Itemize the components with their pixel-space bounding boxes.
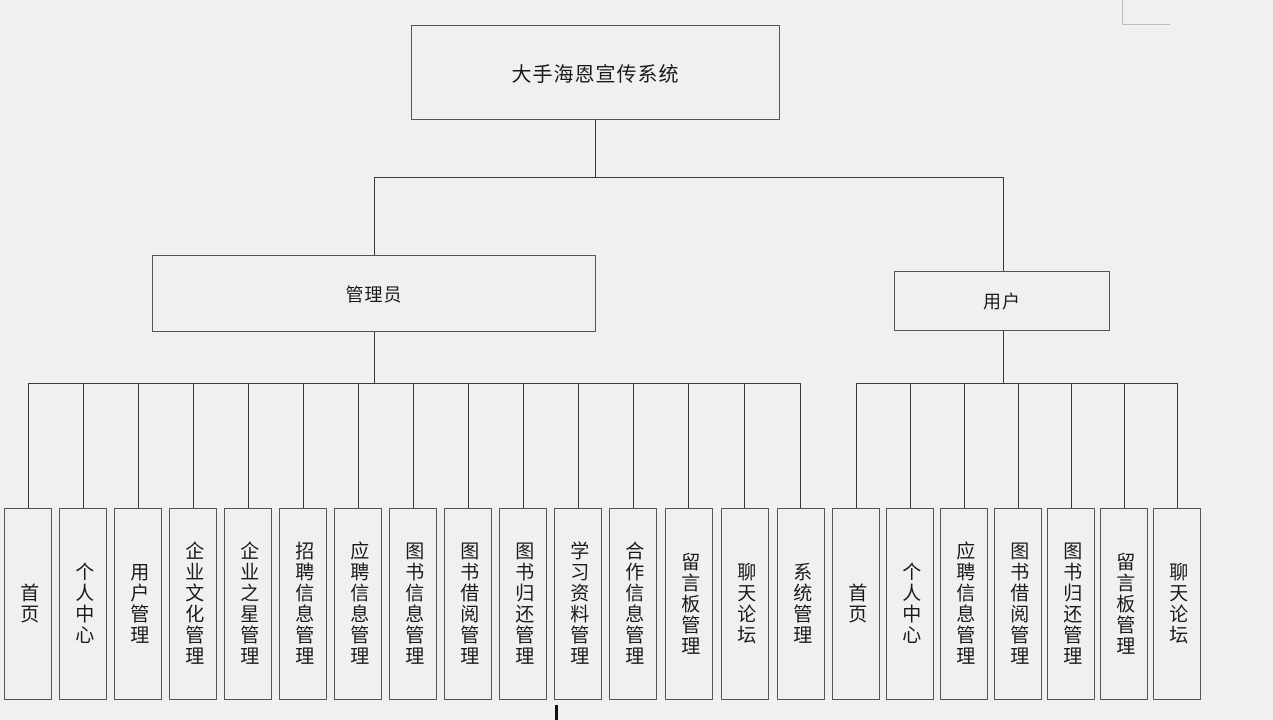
node-leaf-admin-10[interactable]: 学习资料管理	[554, 508, 602, 700]
node-leaf-label: 应聘信息管理	[953, 541, 976, 667]
node-leaf-label: 企业之星管理	[237, 541, 260, 667]
node-leaf-label: 聊天论坛	[1166, 562, 1189, 646]
page-corner-artifact	[1122, 0, 1170, 25]
connector-admin-leaf-drop	[800, 383, 801, 508]
connector-admin-leaf-drop	[83, 383, 84, 508]
connector-user-leaf-drop	[1018, 383, 1019, 508]
connector-admin-leaf-drop	[633, 383, 634, 508]
node-leaf-label: 图书归还管理	[1060, 541, 1083, 667]
node-leaf-user-1[interactable]: 个人中心	[886, 508, 934, 700]
connector-admin-leaf-drop	[468, 383, 469, 508]
node-leaf-user-0[interactable]: 首页	[832, 508, 880, 700]
node-leaf-admin-6[interactable]: 应聘信息管理	[334, 508, 382, 700]
node-leaf-label: 图书信息管理	[402, 541, 425, 667]
node-leaf-user-3[interactable]: 图书借阅管理	[994, 508, 1042, 700]
node-leaf-label: 个人中心	[899, 562, 922, 646]
node-leaf-user-2[interactable]: 应聘信息管理	[940, 508, 988, 700]
connector-admin-leaf-drop	[413, 383, 414, 508]
node-leaf-admin-5[interactable]: 招聘信息管理	[279, 508, 327, 700]
node-leaf-label: 个人中心	[72, 562, 95, 646]
node-leaf-admin-8[interactable]: 图书借阅管理	[444, 508, 492, 700]
connector-admin-leaf-drop	[303, 383, 304, 508]
node-branch-admin-label: 管理员	[345, 284, 403, 306]
node-leaf-admin-9[interactable]: 图书归还管理	[499, 508, 547, 700]
node-leaf-user-4[interactable]: 图书归还管理	[1047, 508, 1095, 700]
connector-admin-leaf-drop	[688, 383, 689, 508]
connector-admin-leaf-bus	[28, 383, 801, 384]
node-leaf-label: 合作信息管理	[622, 541, 645, 667]
connector-to-admin	[374, 177, 375, 255]
connector-user-leaf-drop	[1177, 383, 1178, 508]
node-leaf-label: 学习资料管理	[567, 541, 590, 667]
node-leaf-label: 聊天论坛	[734, 562, 757, 646]
node-leaf-label: 留言板管理	[678, 551, 701, 657]
connector-user-leaf-drop	[856, 383, 857, 508]
node-leaf-label: 系统管理	[790, 562, 813, 646]
connector-root-stem	[595, 120, 596, 178]
connector-to-user	[1003, 177, 1004, 271]
connector-user-stem	[1003, 331, 1004, 383]
node-leaf-label: 用户管理	[127, 562, 150, 646]
node-root-label: 大手海恩宣传系统	[511, 62, 680, 86]
connector-admin-leaf-drop	[523, 383, 524, 508]
node-leaf-admin-11[interactable]: 合作信息管理	[609, 508, 657, 700]
node-leaf-label: 招聘信息管理	[292, 541, 315, 667]
connector-admin-stem	[374, 332, 375, 383]
node-leaf-admin-2[interactable]: 用户管理	[114, 508, 162, 700]
connector-admin-leaf-drop	[138, 383, 139, 508]
connector-admin-leaf-drop	[248, 383, 249, 508]
node-branch-user[interactable]: 用户	[894, 271, 1110, 331]
connector-level1-bus	[374, 177, 1004, 178]
node-leaf-admin-7[interactable]: 图书信息管理	[389, 508, 437, 700]
node-leaf-label: 留言板管理	[1113, 551, 1136, 657]
node-leaf-label: 首页	[845, 583, 868, 625]
connector-admin-leaf-drop	[193, 383, 194, 508]
connector-user-leaf-drop	[964, 383, 965, 508]
connector-admin-leaf-drop	[578, 383, 579, 508]
connector-user-leaf-drop	[1071, 383, 1072, 508]
text-caret	[555, 705, 558, 720]
connector-admin-leaf-drop	[744, 383, 745, 508]
node-leaf-label: 图书借阅管理	[1007, 541, 1030, 667]
node-leaf-admin-0[interactable]: 首页	[4, 508, 52, 700]
node-leaf-admin-12[interactable]: 留言板管理	[665, 508, 713, 700]
node-leaf-admin-1[interactable]: 个人中心	[59, 508, 107, 700]
node-leaf-label: 图书借阅管理	[457, 541, 480, 667]
connector-admin-leaf-drop	[28, 383, 29, 508]
node-branch-admin[interactable]: 管理员	[152, 255, 596, 332]
connector-admin-leaf-drop	[358, 383, 359, 508]
node-leaf-admin-13[interactable]: 聊天论坛	[721, 508, 769, 700]
node-leaf-label: 应聘信息管理	[347, 541, 370, 667]
node-leaf-admin-14[interactable]: 系统管理	[777, 508, 825, 700]
node-root-system[interactable]: 大手海恩宣传系统	[411, 25, 780, 120]
node-leaf-label: 首页	[17, 583, 40, 625]
node-leaf-label: 企业文化管理	[182, 541, 205, 667]
connector-user-leaf-drop	[1124, 383, 1125, 508]
node-leaf-admin-4[interactable]: 企业之星管理	[224, 508, 272, 700]
node-leaf-user-5[interactable]: 留言板管理	[1100, 508, 1148, 700]
node-leaf-admin-3[interactable]: 企业文化管理	[169, 508, 217, 700]
node-branch-user-label: 用户	[983, 292, 1021, 313]
node-leaf-user-6[interactable]: 聊天论坛	[1153, 508, 1201, 700]
connector-user-leaf-bus	[856, 383, 1178, 384]
node-leaf-label: 图书归还管理	[512, 541, 535, 667]
connector-user-leaf-drop	[910, 383, 911, 508]
